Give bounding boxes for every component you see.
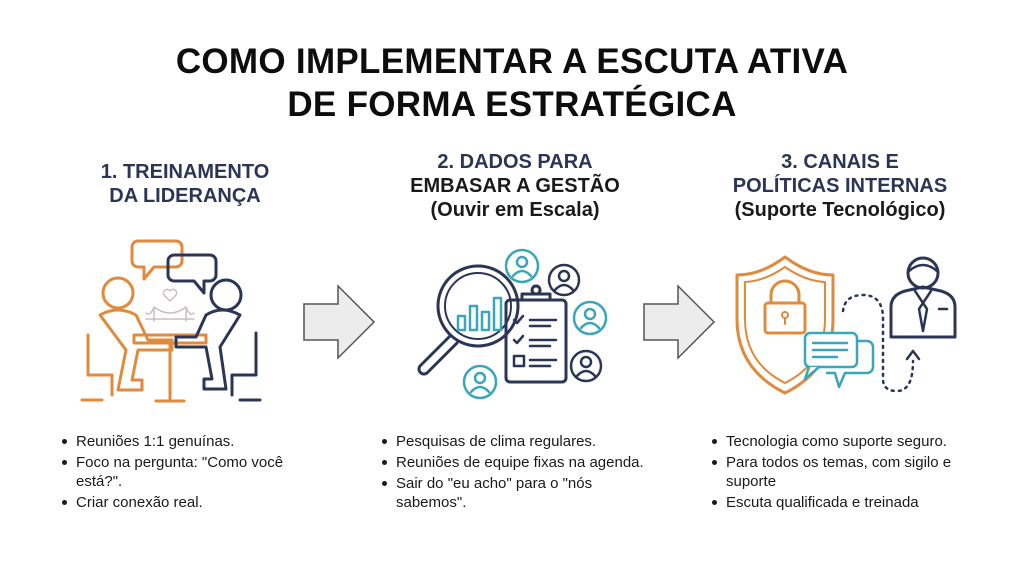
step-1-heading: 1. TREINAMENTO DA LIDERANÇA <box>50 160 320 208</box>
bullet-item: Criar conexão real. <box>60 493 310 512</box>
title-line-2: DE FORMA ESTRATÉGICA <box>287 85 737 124</box>
bullet-item: Reuniões de equipe fixas na agenda. <box>380 453 650 472</box>
arrow-right-icon <box>303 284 376 360</box>
leadership-meeting-icon <box>80 239 262 403</box>
arrow-right-icon <box>643 284 716 360</box>
step-2-heading-line-1: 2. DADOS PARA <box>437 151 593 173</box>
page-title: COMO IMPLEMENTAR A ESCUTA ATIVA DE FORMA… <box>0 40 1024 126</box>
step-3: 3. CANAIS E POLÍTICAS INTERNAS (Suporte … <box>690 150 990 222</box>
step-3-heading-line-2: POLÍTICAS INTERNAS <box>732 175 948 197</box>
step-3-bullets: Tecnologia como suporte seguro. Para tod… <box>710 432 980 514</box>
bullet-item: Para todos os temas, com sigilo e suport… <box>710 453 980 491</box>
step-1-heading-line-1: 1. TREINAMENTO <box>100 161 270 183</box>
step-3-heading-line-1: 3. CANAIS E <box>781 151 899 173</box>
bullet-item: Tecnologia como suporte seguro. <box>710 432 980 451</box>
data-analysis-icon <box>417 248 608 400</box>
secure-channel-icon <box>735 255 957 395</box>
step-2-heading: 2. DADOS PARA EMBASAR A GESTÃO (Ouvir em… <box>370 150 660 222</box>
bullet-item: Pesquisas de clima regulares. <box>380 432 650 451</box>
bullet-item: Sair do "eu acho" para o "nós sabemos". <box>380 474 650 512</box>
step-2-bullets: Pesquisas de clima regulares. Reuniões d… <box>380 432 650 514</box>
step-2: 2. DADOS PARA EMBASAR A GESTÃO (Ouvir em… <box>370 150 660 222</box>
step-3-subtitle: (Suporte Tecnológico) <box>734 199 946 221</box>
bullet-item: Foco na pergunta: "Como você está?". <box>60 453 310 491</box>
bullet-item: Reuniões 1:1 genuínas. <box>60 432 310 451</box>
step-3-heading: 3. CANAIS E POLÍTICAS INTERNAS (Suporte … <box>690 150 990 222</box>
step-2-subtitle: (Ouvir em Escala) <box>430 199 600 221</box>
title-line-1: COMO IMPLEMENTAR A ESCUTA ATIVA <box>175 42 849 81</box>
step-1: 1. TREINAMENTO DA LIDERANÇA <box>50 150 320 208</box>
step-1-heading-line-2: DA LIDERANÇA <box>109 185 261 207</box>
bullet-item: Escuta qualificada e treinada <box>710 493 980 512</box>
step-1-bullets: Reuniões 1:1 genuínas. Foco na pergunta:… <box>60 432 310 514</box>
step-2-heading-line-2: EMBASAR A GESTÃO <box>410 175 620 197</box>
